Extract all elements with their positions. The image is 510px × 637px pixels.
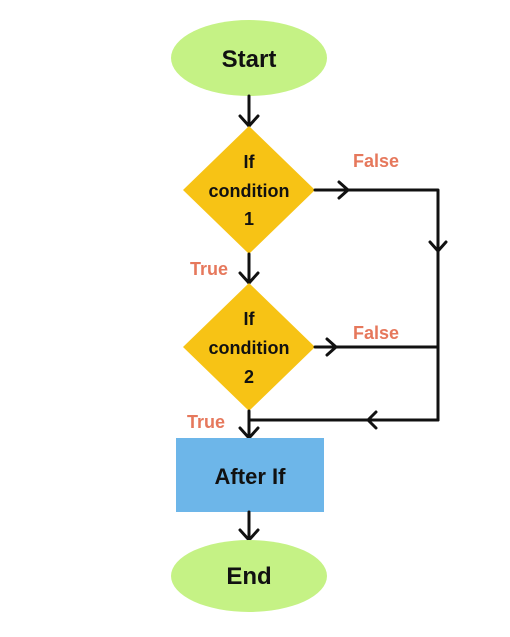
start-node: Start (171, 20, 327, 96)
condition2-true-label: True (187, 412, 225, 432)
end-label: End (226, 563, 271, 590)
arrow-condition1-false (313, 180, 448, 422)
end-node: End (171, 540, 327, 612)
arrow-condition2-false (313, 337, 440, 357)
arrow-condition2-true (238, 409, 260, 440)
condition1-true-label: True (190, 259, 228, 279)
arrowhead-left (366, 410, 378, 430)
arrow-after-if-to-end (238, 510, 260, 542)
after-if-box (176, 438, 324, 512)
condition1-diamond (183, 126, 315, 254)
condition1-line-3: 1 (244, 209, 254, 229)
after-if-label: After If (215, 464, 287, 489)
start-label: Start (222, 46, 277, 73)
after-if-node: After If (176, 438, 324, 512)
arrowhead-right (337, 180, 350, 200)
condition1-false-label: False (353, 151, 399, 171)
condition2-node: If condition 2 (183, 283, 315, 411)
arrowhead-down (428, 240, 448, 253)
arrowhead-right (325, 337, 338, 357)
arrow-start-to-condition1 (238, 94, 260, 128)
start-ellipse (171, 20, 327, 96)
end-ellipse (171, 540, 327, 612)
condition2-false-label: False (353, 323, 399, 343)
condition2-line-3: 2 (244, 367, 254, 387)
condition2-line-2: condition (209, 338, 290, 358)
condition2-diamond (183, 283, 315, 411)
condition1-line-2: condition (209, 181, 290, 201)
condition1-line-1: If (244, 152, 256, 172)
condition2-line-1: If (244, 309, 256, 329)
arrow-condition1-true (238, 252, 260, 285)
arrow-merge-to-after-if (247, 410, 440, 430)
condition1-node: If condition 1 (183, 126, 315, 254)
